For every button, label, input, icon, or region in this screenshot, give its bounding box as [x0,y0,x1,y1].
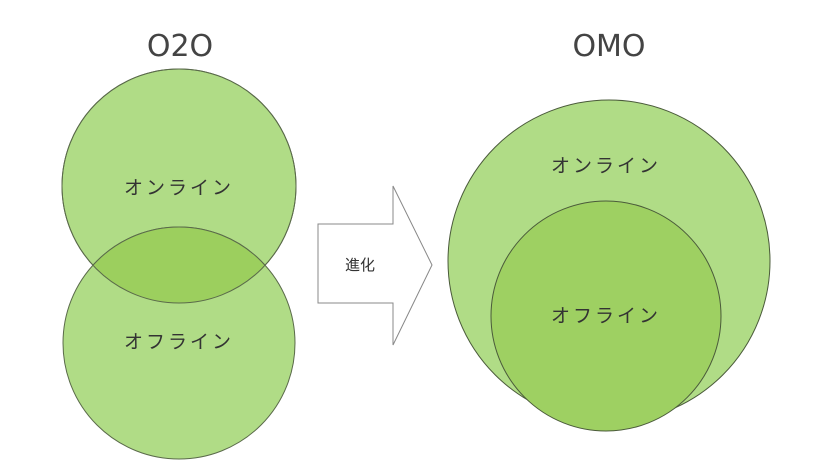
o2o-title: O2O [147,29,213,64]
o2o-offline-label: オフライン [124,331,234,353]
omo-offline-label: オフライン [551,305,661,327]
omo-offline-circle [490,200,722,432]
omo-online-label: オンライン [551,155,661,177]
evolution-arrow [317,185,433,346]
o2o-online-label: オンライン [124,177,234,199]
omo-title: OMO [572,29,645,64]
o2o-overlap-region [62,226,296,303]
evolution-label: 進化 [345,256,375,274]
